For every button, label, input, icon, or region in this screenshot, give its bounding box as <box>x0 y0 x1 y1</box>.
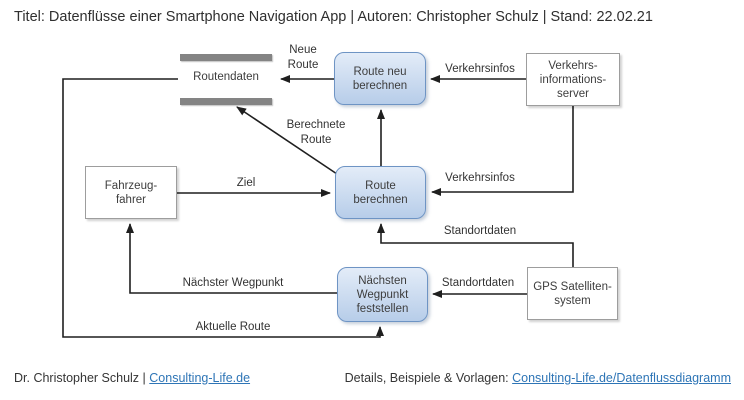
flow-label-verkehrsinfos-top: Verkehrsinfos <box>445 63 515 75</box>
flow-label-verkehrsinfos-mid: Verkehrsinfos <box>445 172 515 184</box>
entity-fahrzeugfahrer: Fahrzeug- fahrer <box>85 166 177 219</box>
flow-label-ziel: Ziel <box>236 177 256 189</box>
entity-verkehrsinformationsserver: Verkehrs- informations- server <box>526 53 620 106</box>
entity-gps-satellitensystem: GPS Satelliten- system <box>527 267 618 320</box>
datastore-routendaten-bottom-bar <box>180 98 272 105</box>
process-naechsten-wegpunkt-feststellen: Nächsten Wegpunkt feststellen <box>337 267 428 322</box>
footer-separator: | <box>142 371 146 385</box>
footer-details-link[interactable]: Consulting-Life.de/Datenflussdiagramm <box>512 371 731 385</box>
datastore-routendaten-top-bar <box>180 54 272 61</box>
flow-label-neue-route: Neue Route <box>287 44 319 71</box>
process-route-neu-berechnen: Route neu berechnen <box>334 52 426 105</box>
flow-standortdaten-top-arrow <box>377 223 574 267</box>
flow-aktuelle-route-arrow <box>62 78 384 338</box>
footer-author-link[interactable]: Consulting-Life.de <box>149 371 251 385</box>
flow-verkehrsinfos-mid-arrow <box>431 106 574 196</box>
flow-label-standortdaten-bottom: Standortdaten <box>441 277 515 289</box>
flow-naechster-wegpunkt-arrow <box>126 223 337 294</box>
flow-label-naechster-wegpunkt: Nächster Wegpunkt <box>182 277 284 289</box>
footer-details-line: Details, Beispiele & Vorlagen: Consultin… <box>345 371 731 385</box>
flow-berechnete-route-arrow <box>236 106 338 175</box>
flow-label-aktuelle-route: Aktuelle Route <box>195 321 271 333</box>
datastore-routendaten-label: Routendaten <box>193 71 259 83</box>
slide-title: Titel: Datenflüsse einer Smartphone Navi… <box>14 9 653 25</box>
flow-label-berechnete-route: Berechnete Route <box>286 119 346 146</box>
footer-author-line: Dr. Christopher Schulz | Consulting-Life… <box>14 371 250 385</box>
footer-details-prefix: Details, Beispiele & Vorlagen: <box>344 371 509 385</box>
flow-label-standortdaten-top: Standortdaten <box>443 225 517 237</box>
footer-author: Dr. Christopher Schulz <box>14 371 140 385</box>
process-route-berechnen: Route berechnen <box>335 166 426 219</box>
